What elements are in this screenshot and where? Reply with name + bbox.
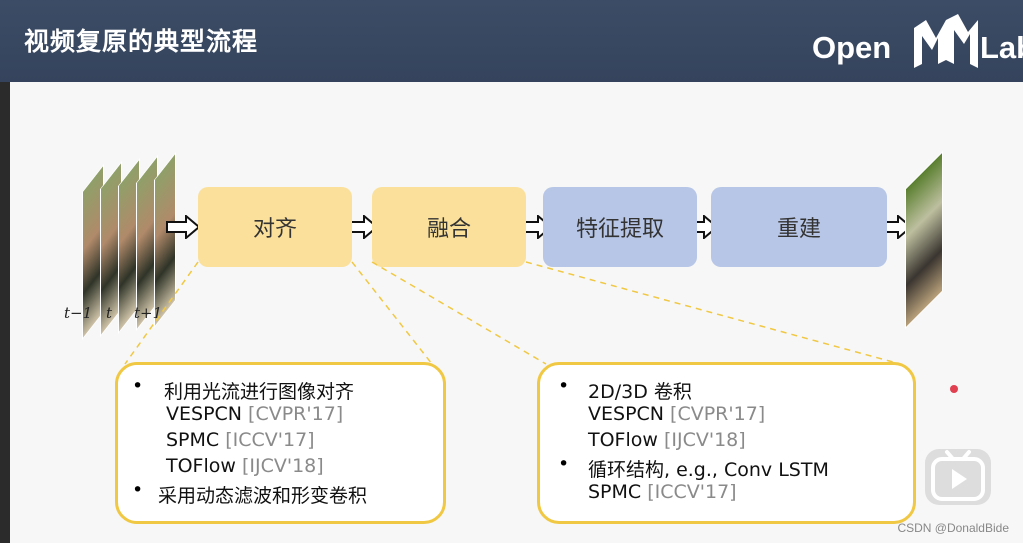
- output-frame: [905, 151, 943, 329]
- slide-header: 视频复原的典型流程 Open Lab: [0, 0, 1023, 82]
- bullet-dot: •: [132, 375, 144, 397]
- method-item: VESPCN [CVPR'17]: [166, 403, 344, 425]
- align-step: 对齐: [198, 187, 352, 267]
- method-item: VESPCN [CVPR'17]: [588, 403, 766, 425]
- play-icon: [931, 450, 985, 501]
- bullet-dot: •: [558, 375, 570, 397]
- mm-logo-icon: [914, 14, 978, 68]
- play-button[interactable]: [925, 449, 991, 505]
- fusion-step: 融合: [372, 187, 526, 267]
- fusion-methods-panel: • 2D/3D 卷积 VESPCN [CVPR'17] TOFlow [IJCV…: [537, 362, 916, 524]
- method-item: SPMC [ICCV'17]: [166, 429, 315, 451]
- laser-pointer-dot: [950, 385, 958, 393]
- method-item: TOFlow [IJCV'18]: [588, 429, 746, 451]
- arrow-icon: [166, 215, 200, 239]
- frame-image: [154, 151, 176, 329]
- bullet-text: 采用动态滤波和形变卷积: [158, 485, 368, 507]
- frame-label: t−1: [64, 304, 93, 322]
- reconstruction-step: 重建: [711, 187, 887, 267]
- left-border: [0, 82, 10, 543]
- frame-label: t+1: [134, 304, 163, 322]
- alignment-methods-panel: • 利用光流进行图像对齐 VESPCN [CVPR'17] SPMC [ICCV…: [115, 362, 446, 524]
- watermark: CSDN @DonaldBide: [897, 521, 1009, 535]
- bullet-text: 利用光流进行图像对齐: [164, 381, 355, 403]
- bullet-text: 2D/3D 卷积: [588, 381, 692, 403]
- method-item: TOFlow [IJCV'18]: [166, 455, 324, 477]
- slide-title: 视频复原的典型流程: [24, 27, 259, 56]
- feature-extraction-step: 特征提取: [543, 187, 697, 267]
- bullet-text: 循环结构, e.g., Conv LSTM: [588, 459, 829, 481]
- bullet-dot: •: [558, 453, 570, 475]
- bullet-dot: •: [132, 479, 144, 501]
- frame-label: t: [106, 304, 113, 322]
- method-item: SPMC [ICCV'17]: [588, 481, 737, 503]
